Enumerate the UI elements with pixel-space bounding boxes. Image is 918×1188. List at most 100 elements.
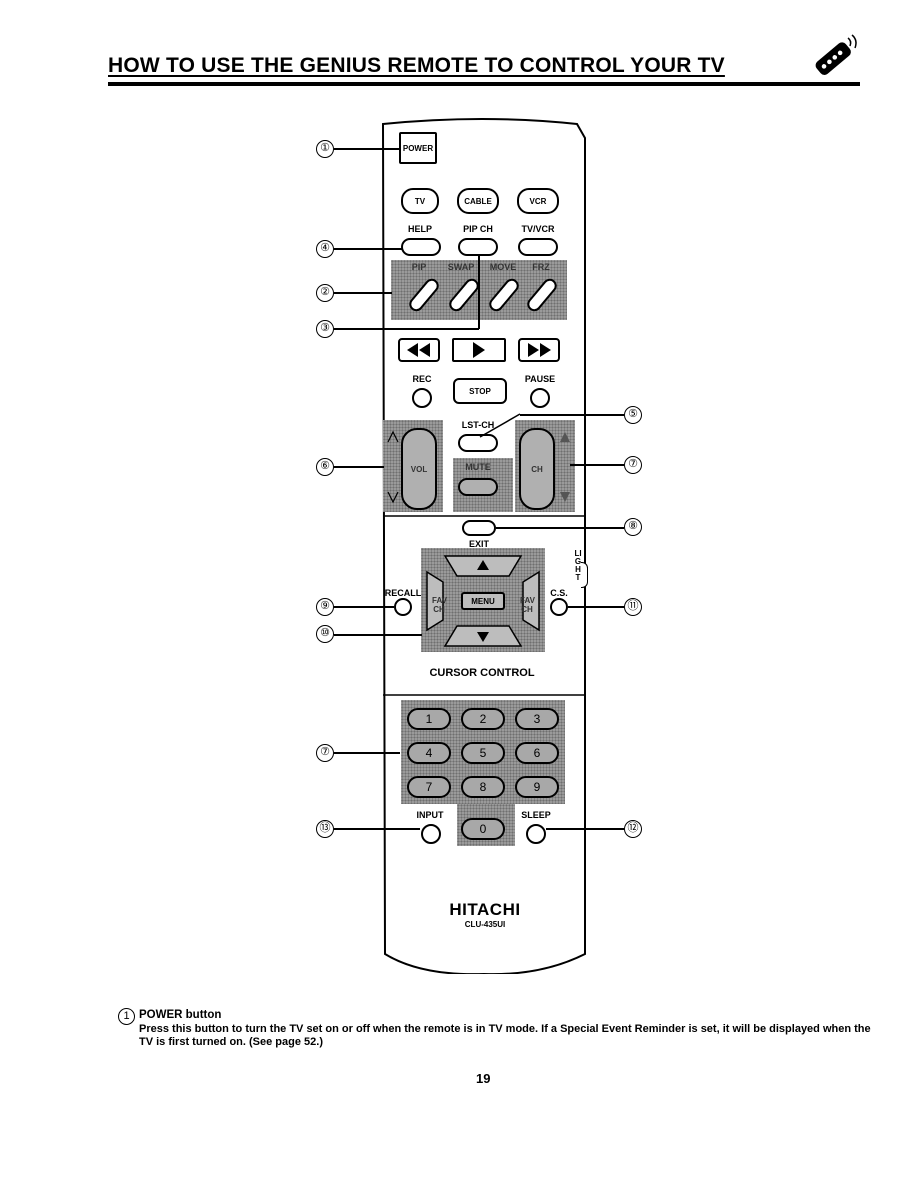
sleep-button[interactable] [526, 824, 546, 844]
callout-3-line [334, 328, 479, 330]
callout-4-line [334, 248, 402, 250]
callout-5-line [520, 414, 624, 416]
callout-2-line [334, 292, 392, 294]
description-number: 1 [118, 1008, 135, 1025]
fav-ch-right-label: FAV CH [520, 596, 535, 614]
stop-button[interactable]: STOP [453, 378, 507, 404]
callout-7: ⑦ [624, 456, 642, 474]
callout-5-diagonal [479, 413, 521, 438]
page-number: 19 [476, 1071, 491, 1086]
mute-button[interactable] [458, 478, 498, 496]
digit-0-button[interactable]: 0 [461, 818, 505, 840]
digit-7-button[interactable]: 7 [407, 776, 451, 798]
cable-mode-button[interactable]: CABLE [457, 188, 499, 214]
cursor-control-buttons [426, 555, 540, 647]
cs-button[interactable] [550, 598, 568, 616]
digit-3-button[interactable]: 3 [515, 708, 559, 730]
digit-5-button[interactable]: 5 [461, 742, 505, 764]
fast-forward-icon [528, 343, 551, 357]
callout-9: ⑨ [316, 598, 334, 616]
tv-vcr-label: TV/VCR [521, 224, 555, 234]
cursor-control-label: CURSOR CONTROL [429, 667, 535, 679]
mute-label: MUTE [465, 462, 491, 472]
page-title: HOW TO USE THE GENIUS REMOTE TO CONTROL … [108, 54, 725, 77]
pause-button[interactable] [530, 388, 550, 408]
rec-label: REC [412, 374, 432, 384]
rec-button[interactable] [412, 388, 432, 408]
frz-label: FRZ [532, 262, 550, 272]
digit-4-button[interactable]: 4 [407, 742, 451, 764]
fav-ch-label: FAV CH [432, 596, 447, 614]
help-label: HELP [407, 224, 433, 234]
pause-label: PAUSE [524, 374, 556, 384]
callout-9-line [334, 606, 394, 608]
input-label: INPUT [416, 810, 444, 820]
light-label: LIGHT [574, 549, 582, 582]
pip-label: PIP [411, 262, 427, 272]
digit-2-button[interactable]: 2 [461, 708, 505, 730]
lst-ch-label: LST-CH [461, 420, 495, 430]
callout-12: ⑫ [624, 820, 642, 838]
callout-7-number-pad-line [334, 752, 400, 754]
recall-button[interactable] [394, 598, 412, 616]
exit-button[interactable] [462, 520, 496, 536]
remote-control-icon [815, 34, 857, 75]
sleep-label: SLEEP [521, 810, 551, 820]
lst-ch-button[interactable] [458, 434, 498, 452]
move-label: MOVE [489, 262, 517, 272]
tv-vcr-button[interactable] [518, 238, 558, 256]
callout-1: ① [316, 140, 334, 158]
channel-rocker[interactable]: CH [519, 428, 555, 510]
play-icon [473, 342, 485, 358]
help-button[interactable] [401, 238, 441, 256]
title-rule [108, 82, 860, 86]
callout-6-line [334, 466, 384, 468]
callout-13-line [334, 828, 420, 830]
channel-arrows-icon [560, 432, 570, 502]
recall-label: RECALL [384, 588, 422, 598]
exit-label: EXIT [468, 539, 490, 549]
callout-2: ② [316, 284, 334, 302]
vcr-mode-button[interactable]: VCR [517, 188, 559, 214]
rewind-button[interactable] [398, 338, 440, 362]
description-heading: POWER button [139, 1009, 222, 1021]
callout-6: ⑥ [316, 458, 334, 476]
callout-10-line [334, 634, 422, 636]
pip-ch-label: PIP CH [463, 224, 493, 234]
callout-3: ③ [316, 320, 334, 338]
model-number: CLU-435UI [464, 920, 506, 929]
callout-10: ⑩ [316, 625, 334, 643]
input-button[interactable] [421, 824, 441, 844]
power-button[interactable]: POWER [399, 132, 437, 164]
callout-5: ⑤ [624, 406, 642, 424]
volume-label: VOL [410, 464, 428, 474]
callout-11: ⑪ [624, 598, 642, 616]
callout-11-line [568, 606, 624, 608]
volume-arrows-icon [387, 430, 399, 504]
digit-1-button[interactable]: 1 [407, 708, 451, 730]
pip-ch-button[interactable] [458, 238, 498, 256]
light-button[interactable] [581, 562, 588, 588]
swap-label: SWAP [447, 262, 475, 272]
cs-label: C.S. [550, 588, 568, 598]
volume-rocker[interactable]: VOL [401, 428, 437, 510]
callout-8: ⑧ [624, 518, 642, 536]
fast-forward-button[interactable] [518, 338, 560, 362]
callout-4: ④ [316, 240, 334, 258]
description-text: Press this button to turn the TV set on … [139, 1023, 871, 1048]
digit-6-button[interactable]: 6 [515, 742, 559, 764]
digit-8-button[interactable]: 8 [461, 776, 505, 798]
brand-logo: HITACHI [449, 900, 521, 919]
callout-3-vertical-line [478, 256, 480, 329]
play-button[interactable] [452, 338, 506, 362]
channel-label: CH [531, 464, 543, 474]
menu-button[interactable]: MENU [461, 592, 505, 610]
callout-1-line [334, 148, 400, 150]
digit-9-button[interactable]: 9 [515, 776, 559, 798]
callout-12-line [546, 828, 624, 830]
tv-mode-button[interactable]: TV [401, 188, 439, 214]
callout-7-line [570, 464, 624, 466]
remote-control: POWER TV CABLE VCR HELP PIP CH TV/VCR PI… [381, 118, 588, 974]
rewind-icon [407, 343, 430, 357]
callout-8-line [496, 527, 624, 529]
